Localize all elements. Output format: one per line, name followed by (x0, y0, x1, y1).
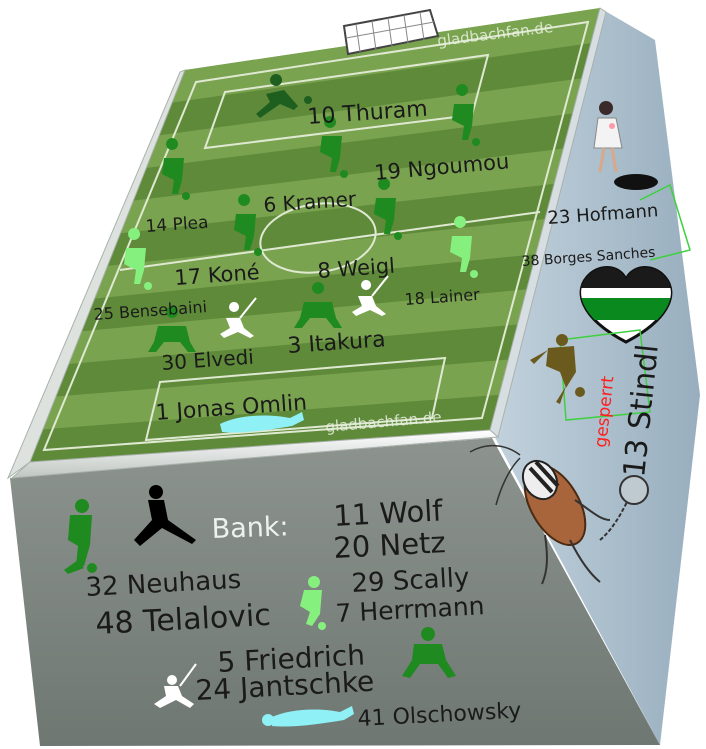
ball-icon (144, 282, 152, 290)
ball-icon (470, 270, 478, 278)
ball-icon (472, 138, 480, 146)
ball-icon (304, 96, 312, 104)
ball-icon (182, 192, 190, 200)
ball-icon (340, 170, 348, 178)
ball-icon (254, 248, 262, 256)
ball-icon (394, 232, 402, 240)
bench-player-label: 20 Netz (333, 525, 447, 565)
bench-title: Bank: (211, 511, 289, 545)
